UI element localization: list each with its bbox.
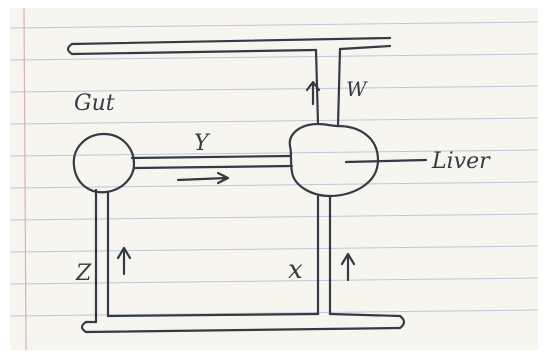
margin-line [23, 7, 27, 351]
vessel-z [94, 188, 110, 324]
vessel-y [130, 154, 294, 170]
arrow-up-icon [340, 252, 356, 282]
label-x: x [288, 255, 303, 285]
vessel-x [316, 194, 332, 316]
label-w: W [346, 77, 368, 101]
label-z: Z [75, 261, 92, 286]
top-vessel [66, 36, 392, 56]
label-y: Y [194, 131, 211, 156]
liver-pointer-line [344, 158, 428, 164]
label-gut: Gut [74, 91, 115, 116]
arrow-up-icon [305, 80, 321, 106]
arrow-up-icon [116, 246, 132, 276]
label-liver: Liver [431, 149, 491, 174]
gut-organ [72, 132, 136, 194]
bottom-vessel [80, 312, 406, 334]
ruled-lines [9, 21, 539, 317]
paper-sheet [10, 8, 538, 350]
arrow-right-icon [176, 171, 230, 185]
